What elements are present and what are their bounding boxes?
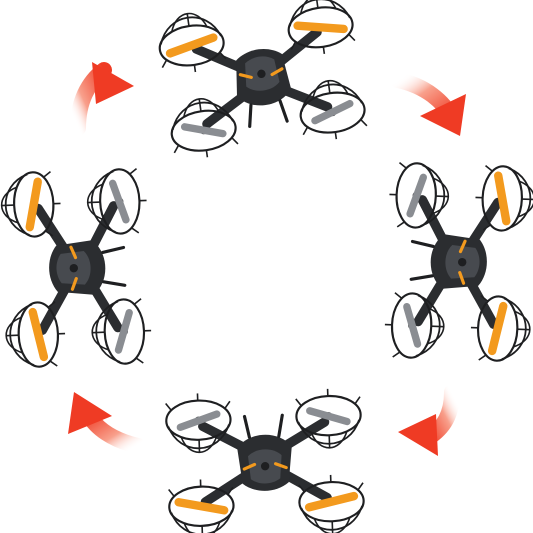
- arrow-bottom-right: [398, 384, 460, 456]
- arrow-bottom-left: [68, 392, 146, 454]
- arrow-top-right: [390, 72, 466, 136]
- arrow-top-left: [70, 62, 134, 136]
